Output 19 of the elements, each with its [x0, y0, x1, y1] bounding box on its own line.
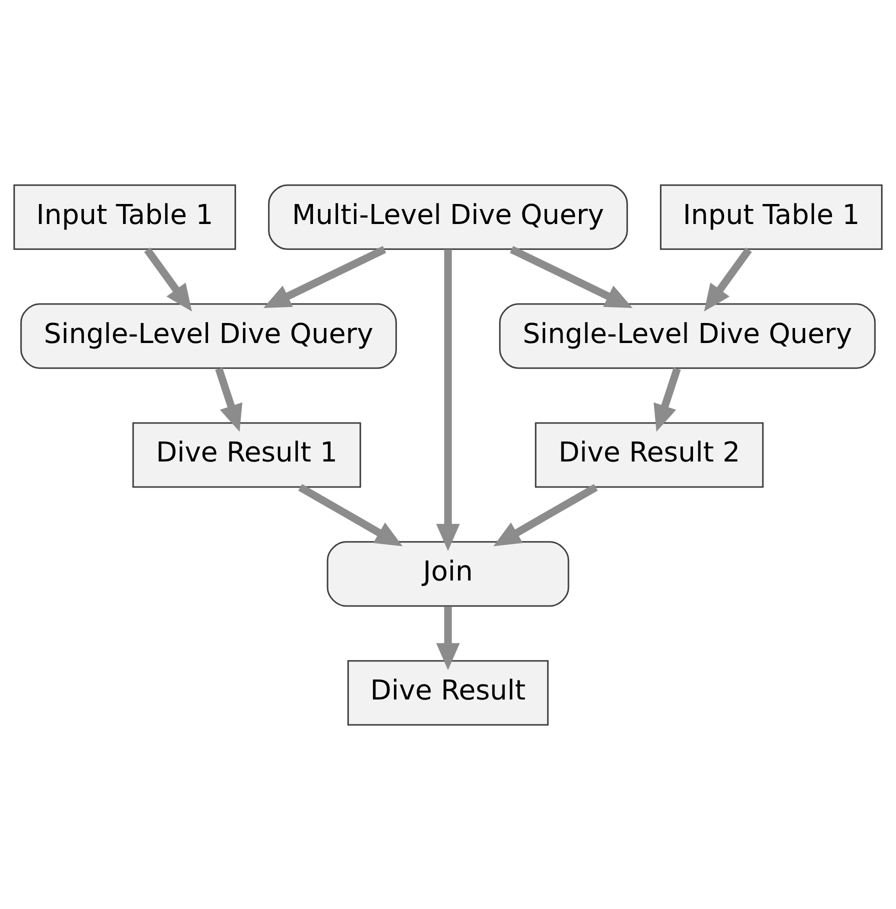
- node-box: Single-Level Dive Query: [20, 302, 397, 368]
- arrow: [654, 366, 681, 432]
- node-box: Input Table 1: [660, 184, 883, 250]
- arrow: [510, 245, 633, 308]
- node-box: Dive Result 1: [132, 422, 362, 488]
- arrow: [144, 246, 192, 311]
- arrow: [436, 248, 460, 550]
- arrow: [436, 606, 460, 670]
- node-box: Dive Result 2: [534, 422, 764, 488]
- node-box: Single-Level Dive Query: [499, 302, 876, 368]
- arrow: [704, 246, 752, 311]
- node-box: Dive Result: [347, 660, 549, 726]
- node-box: Multi-Level Dive Query: [268, 184, 628, 250]
- node-box: Input Table 1: [13, 184, 236, 250]
- arrow: [263, 245, 386, 308]
- arrow: [493, 483, 598, 546]
- arrow: [298, 483, 403, 546]
- arrow: [215, 366, 242, 432]
- node-box: Join: [326, 540, 570, 606]
